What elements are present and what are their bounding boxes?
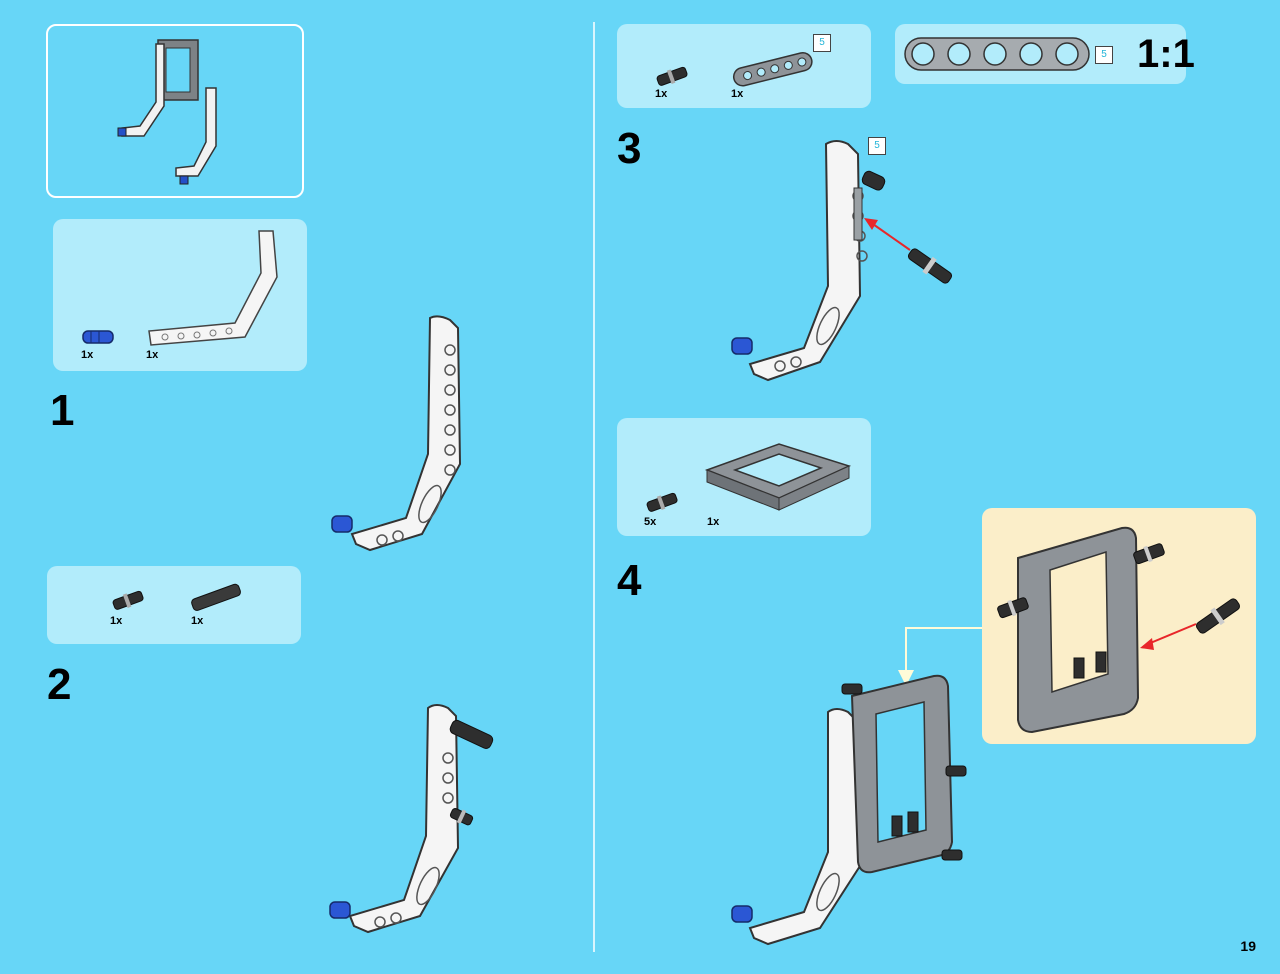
- step2-part1-qty: 1x: [110, 615, 123, 627]
- step4-subassembly-panel: [982, 508, 1256, 744]
- friction-pin-icon: [646, 492, 678, 512]
- overview-model-illustration: [117, 39, 217, 185]
- scale-label: 1:1: [1137, 32, 1195, 76]
- beam-5-icon: [732, 52, 813, 87]
- callout-arrow: [898, 627, 982, 686]
- step1-part1-qty: 1x: [81, 349, 94, 361]
- scale-length-badge: 5: [1095, 46, 1113, 64]
- step2-assembly-illustration: [329, 704, 494, 934]
- step2-part2-qty: 1x: [191, 615, 204, 627]
- scale-beam-icon: [904, 37, 1090, 71]
- step1-part2-qty: 1x: [146, 349, 159, 361]
- step1-parts-panel: 1x 1x: [53, 219, 307, 371]
- step3-part2-qty: 1x: [731, 88, 744, 100]
- friction-pin-icon: [112, 590, 144, 610]
- page-number: 19: [1240, 938, 1256, 954]
- step4-parts-panel: 5x 1x: [617, 418, 871, 536]
- beam-length-badge: 5: [813, 34, 831, 52]
- long-axle-pin-icon: [191, 583, 241, 611]
- step4-assembly-illustration: [731, 674, 967, 946]
- subassembly-frame-illustration: [997, 526, 1241, 734]
- step4-part2-qty: 1x: [707, 516, 720, 528]
- scale-guide-panel: 5 1:1: [895, 24, 1195, 84]
- step1-number: 1: [50, 386, 75, 435]
- step1-assembly-illustration: [331, 315, 462, 552]
- blue-axle-pin-icon: [82, 330, 114, 344]
- frame-5x7-icon: [704, 443, 852, 511]
- overview-panel: [46, 24, 304, 198]
- step4-number: 4: [617, 556, 642, 605]
- page-divider: [593, 22, 595, 952]
- step3-part1-qty: 1x: [655, 88, 668, 100]
- step3-assembly-illustration: [731, 140, 953, 382]
- step2-parts-panel: 1x 1x: [47, 566, 301, 644]
- step3-parts-panel: 1x 5 1x: [617, 24, 871, 108]
- friction-pin-icon: [656, 66, 688, 86]
- bent-liftarm-icon: [148, 230, 278, 346]
- assembly-beam-length-badge: 5: [868, 137, 886, 155]
- step4-part1-qty: 5x: [644, 516, 657, 528]
- step2-number: 2: [47, 660, 72, 709]
- step3-number: 3: [617, 124, 642, 173]
